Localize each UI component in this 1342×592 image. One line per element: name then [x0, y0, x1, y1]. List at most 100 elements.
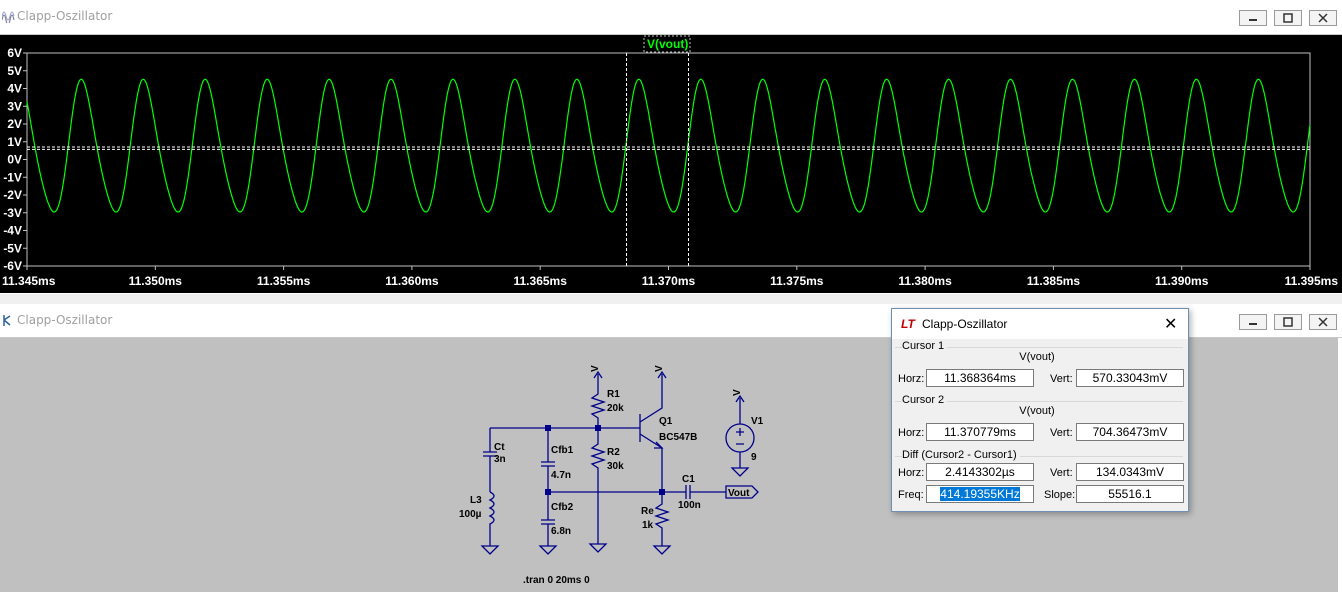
waveform-window: Clapp-Oszillator V(vout) 6V 5V 4V 3V 2V 1V 0V -…	[0, 0, 1342, 294]
diff-horz-field[interactable]: 2.4143302µs	[926, 463, 1034, 481]
schematic-window-icon	[3, 315, 11, 326]
plot-frame	[26, 52, 1311, 267]
maximize-button[interactable]	[1274, 314, 1302, 330]
cursor2-signal: V(vout)	[1019, 405, 1055, 417]
l3-label[interactable]: L3	[470, 495, 482, 506]
y-tick-label: 6V	[7, 46, 22, 60]
cursor1-signal: V(vout)	[1019, 351, 1055, 363]
vout-label[interactable]: Vout	[728, 488, 750, 499]
x-tick-label: 11.370ms	[642, 274, 696, 288]
freq-field[interactable]: 414.19355KHz	[926, 485, 1034, 503]
ct-label[interactable]: Ct	[494, 442, 505, 453]
plot-pane[interactable]: V(vout) 6V 5V 4V 3V 2V 1V 0V -1V -2V -3V -4V -5V -6V…	[0, 35, 1342, 293]
y-tick-label: 4V	[7, 82, 22, 96]
y-tick-label: -1V	[3, 170, 22, 184]
y-tick-label: -5V	[3, 241, 22, 255]
diff-group: Diff (Cursor2 - Cursor1) Horz: 2.4143302…	[895, 449, 1184, 509]
cursor2-horz-label: Horz:	[898, 427, 925, 439]
cursor1-label: Cursor 1	[902, 340, 948, 352]
cursor1-horz-field[interactable]: 11.368364ms	[926, 369, 1034, 387]
trace-label[interactable]: V(vout)	[647, 37, 688, 51]
ct-value[interactable]: 3n	[494, 454, 506, 465]
y-tick-label: 3V	[7, 99, 22, 113]
y-tick-label: 1V	[7, 135, 22, 149]
x-tick-label: 11.375ms	[770, 274, 824, 288]
cursor1-horz-label: Horz:	[898, 373, 925, 385]
divider	[895, 456, 1183, 457]
r1-value[interactable]: 20k	[607, 403, 624, 414]
r1-label[interactable]: R1	[607, 389, 620, 400]
cursor-dialog[interactable]: LT Clapp-Oszillator ✕ Cursor 1 V(vout) H…	[891, 308, 1189, 512]
re-label[interactable]: Re	[641, 506, 654, 517]
close-button[interactable]	[1309, 10, 1337, 26]
c1-value[interactable]: 100n	[678, 500, 701, 511]
r2-label[interactable]: R2	[607, 447, 620, 458]
clapp-oscillator-schematic[interactable]: V V V R1 20k R2 30k Q1 BC547B V1 9 Ct 3n…	[0, 338, 1338, 592]
waveform-titlebar[interactable]: Clapp-Oszillator	[0, 0, 1342, 35]
x-tick-label: 11.345ms	[2, 274, 56, 288]
supply-label-q1: V	[654, 365, 665, 372]
diff-vert-label: Vert:	[1050, 467, 1073, 479]
minimize-button[interactable]	[1239, 10, 1267, 26]
cfb2-value[interactable]: 6.8n	[551, 526, 571, 537]
x-tick-label: 11.395ms	[1285, 274, 1339, 288]
re-value[interactable]: 1k	[642, 520, 654, 531]
cursor1-vert-field[interactable]: 570.33043mV	[1076, 369, 1184, 387]
cfb1-value[interactable]: 4.7n	[551, 470, 571, 481]
waveform-window-icon	[2, 11, 15, 23]
divider	[895, 401, 1183, 402]
y-tick-label: 5V	[7, 64, 22, 78]
y-tick-label: 2V	[7, 117, 22, 131]
dialog-close-icon[interactable]: ✕	[1164, 316, 1178, 333]
tran-directive[interactable]: .tran 0 20ms 0	[523, 575, 590, 586]
diff-horz-label: Horz:	[898, 467, 925, 479]
c1-label[interactable]: C1	[682, 474, 695, 485]
x-tick-label: 11.360ms	[385, 274, 439, 288]
cfb1-label[interactable]: Cfb1	[551, 445, 574, 456]
q1-value[interactable]: BC547B	[659, 432, 697, 443]
slope-label: Slope:	[1044, 489, 1076, 501]
close-button[interactable]	[1309, 314, 1337, 330]
y-tick-label: -2V	[3, 188, 22, 202]
y-tick-label: -3V	[3, 206, 22, 220]
l3-value[interactable]: 100µ	[459, 509, 482, 520]
cursor2-label: Cursor 2	[902, 394, 948, 406]
q1-label[interactable]: Q1	[659, 416, 673, 427]
close-icon	[1318, 317, 1328, 327]
maximize-icon	[1283, 317, 1293, 327]
cursor1-group: Cursor 1 V(vout) Horz: 11.368364ms Vert:…	[895, 340, 1184, 392]
y-tick-label: -4V	[3, 224, 22, 238]
dialog-titlebar[interactable]: LT Clapp-Oszillator ✕	[892, 309, 1188, 339]
supply-label-r1: V	[590, 365, 601, 372]
x-tick-label: 11.365ms	[514, 274, 568, 288]
minimize-button[interactable]	[1239, 314, 1267, 330]
close-icon	[1318, 13, 1328, 23]
maximize-button[interactable]	[1274, 10, 1302, 26]
schematic-window-title: Clapp-Oszillator	[17, 313, 113, 327]
v1-value[interactable]: 9	[751, 452, 757, 463]
diff-vert-field[interactable]: 134.0343mV	[1076, 463, 1184, 481]
minimize-icon	[1249, 19, 1257, 21]
maximize-icon	[1283, 13, 1293, 23]
minimize-icon	[1249, 323, 1257, 325]
cursor2-horz-field[interactable]: 11.370779ms	[926, 423, 1034, 441]
v1-label[interactable]: V1	[751, 416, 764, 427]
cursor2-vert-field[interactable]: 704.36473mV	[1076, 423, 1184, 441]
waveform-plot[interactable]: V(vout) 6V 5V 4V 3V 2V 1V 0V -1V -2V -3V -4V -5V -6V…	[0, 35, 1342, 293]
diff-label: Diff (Cursor2 - Cursor1)	[902, 449, 1020, 461]
y-tick-label: 0V	[7, 153, 22, 167]
divider	[895, 347, 1183, 348]
x-tick-label: 11.350ms	[129, 274, 183, 288]
y-tick-label: -6V	[3, 259, 22, 273]
cfb2-label[interactable]: Cfb2	[551, 502, 574, 513]
cursor2-group: Cursor 2 V(vout) Horz: 11.370779ms Vert:…	[895, 394, 1184, 446]
freq-value-selected[interactable]: 414.19355KHz	[940, 487, 1020, 501]
x-tick-label: 11.355ms	[257, 274, 311, 288]
r2-value[interactable]: 30k	[607, 461, 624, 472]
slope-field[interactable]: 55516.1	[1076, 485, 1184, 503]
x-tick-label: 11.380ms	[898, 274, 952, 288]
freq-label: Freq:	[898, 489, 924, 501]
x-tick-label: 11.385ms	[1027, 274, 1081, 288]
x-tick-label: 11.390ms	[1155, 274, 1209, 288]
vout-trace	[26, 78, 1311, 213]
